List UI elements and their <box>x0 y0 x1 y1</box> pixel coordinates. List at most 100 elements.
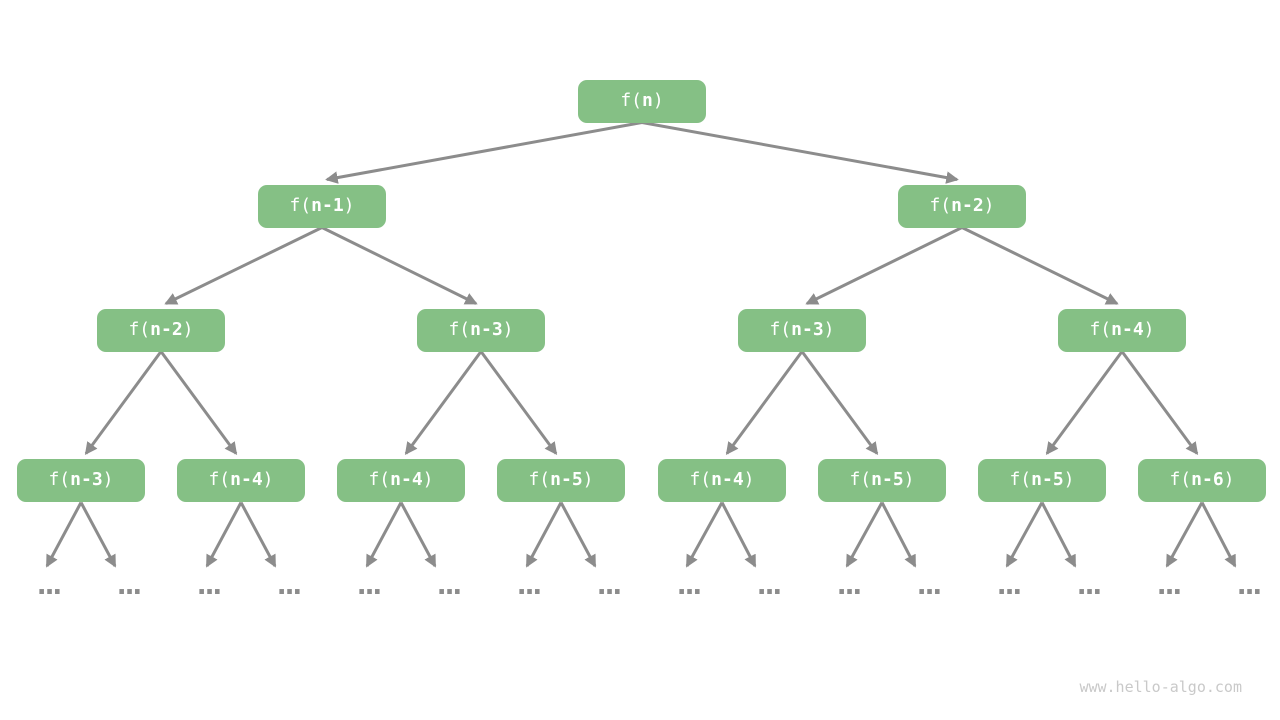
node-label-suffix: ) <box>502 319 514 340</box>
tree-edge-arrow <box>1045 350 1124 456</box>
node-label-suffix: ) <box>1143 319 1155 340</box>
tree-edge-arrow <box>1040 501 1077 568</box>
ellipsis-leaf: ... <box>353 568 385 601</box>
node-label-prefix: f( <box>689 469 712 490</box>
tree-edge-arrow <box>84 350 163 456</box>
node-label-prefix: f( <box>1089 319 1112 340</box>
tree-node: f(n-2) <box>97 308 225 352</box>
tree-edge-arrow <box>525 501 563 568</box>
tree-edge-arrow <box>1165 501 1204 568</box>
tree-node: f(n-5) <box>497 458 625 502</box>
node-label-prefix: f( <box>448 319 471 340</box>
ellipsis-leaf: ... <box>273 568 305 601</box>
ellipsis-leaf: ... <box>1233 568 1265 601</box>
tree-edge-arrow <box>325 121 643 184</box>
tree-node: f(n-4) <box>658 458 786 502</box>
tree-edge-arrow <box>79 501 117 568</box>
node-label-suffix: ) <box>1223 469 1235 490</box>
node-label-prefix: f( <box>528 469 551 490</box>
node-label-prefix: f( <box>368 469 391 490</box>
tree-edge-arrow <box>205 501 243 568</box>
node-label-argument: n-6 <box>1191 469 1224 490</box>
tree-node: f(n) <box>578 79 706 123</box>
tree-node: f(n-1) <box>258 184 386 228</box>
node-label-argument: n-4 <box>390 469 423 490</box>
tree-edge-arrow <box>845 501 884 568</box>
node-label-suffix: ) <box>1063 469 1075 490</box>
tree-node: f(n-3) <box>417 308 545 352</box>
tree-edge-arrow <box>239 501 277 568</box>
ellipsis-leaf: ... <box>513 568 545 601</box>
node-label-argument: n-5 <box>1031 469 1064 490</box>
tree-node: f(n-4) <box>177 458 305 502</box>
node-label-argument: n-4 <box>1111 319 1144 340</box>
node-label-argument: n-4 <box>711 469 744 490</box>
tree-node: f(n-4) <box>337 458 465 502</box>
node-label-suffix: ) <box>823 319 835 340</box>
tree-node: f(n-3) <box>17 458 145 502</box>
node-label-suffix: ) <box>182 319 194 340</box>
node-label-argument: n-2 <box>150 319 183 340</box>
tree-node: f(n-3) <box>738 308 866 352</box>
node-label-suffix: ) <box>343 195 355 216</box>
tree-edge-arrow <box>805 226 963 305</box>
node-label-prefix: f( <box>620 90 642 111</box>
tree-edge-arrow <box>159 350 238 456</box>
node-label-suffix: ) <box>743 469 755 490</box>
node-label-suffix: ) <box>582 469 594 490</box>
tree-node: f(n-6) <box>1138 458 1266 502</box>
tree-edge-arrow <box>1120 350 1199 456</box>
ellipsis-leaf: ... <box>833 568 865 601</box>
ellipsis-leaf: ... <box>433 568 465 601</box>
ellipsis-leaf: ... <box>33 568 65 601</box>
node-label-prefix: f( <box>208 469 231 490</box>
ellipsis-leaf: ... <box>593 568 625 601</box>
tree-edge-arrow <box>720 501 757 568</box>
tree-edge-arrow <box>559 501 597 568</box>
node-label-argument: n-5 <box>550 469 583 490</box>
node-label-prefix: f( <box>1169 469 1192 490</box>
node-label-prefix: f( <box>849 469 872 490</box>
node-label-suffix: ) <box>262 469 274 490</box>
tree-edge-arrow <box>961 226 1119 305</box>
node-label-argument: n-5 <box>871 469 904 490</box>
node-label-suffix: ) <box>983 195 995 216</box>
ellipsis-leaf: ... <box>753 568 785 601</box>
ellipsis-leaf: ... <box>673 568 705 601</box>
node-label-argument: n-3 <box>791 319 824 340</box>
node-label-argument: n-3 <box>470 319 503 340</box>
node-label-suffix: ) <box>102 469 114 490</box>
node-label-suffix: ) <box>652 90 664 111</box>
tree-edge-arrow <box>404 350 483 456</box>
tree-edge-arrow <box>365 501 403 568</box>
node-label-suffix: ) <box>422 469 434 490</box>
node-label-prefix: f( <box>929 195 952 216</box>
node-label-prefix: f( <box>128 319 151 340</box>
ellipsis-leaf: ... <box>193 568 225 601</box>
node-label-argument: n <box>642 90 653 111</box>
tree-edge-arrow <box>641 121 959 184</box>
node-label-argument: n-1 <box>311 195 344 216</box>
ellipsis-leaf: ... <box>1073 568 1105 601</box>
tree-edge-arrow <box>800 350 879 456</box>
ellipsis-leaf: ... <box>113 568 145 601</box>
node-label-suffix: ) <box>903 469 915 490</box>
ellipsis-leaf: ... <box>1153 568 1185 601</box>
tree-edge-arrow <box>1200 501 1237 568</box>
tree-edge-arrow <box>164 226 323 305</box>
node-label-prefix: f( <box>1009 469 1032 490</box>
tree-node: f(n-5) <box>978 458 1106 502</box>
tree-edge-arrow <box>685 501 724 568</box>
node-label-argument: n-3 <box>70 469 103 490</box>
ellipsis-leaf: ... <box>993 568 1025 601</box>
node-label-prefix: f( <box>769 319 792 340</box>
tree-node: f(n-4) <box>1058 308 1186 352</box>
tree-edge-arrow <box>321 226 478 305</box>
tree-edge-arrow <box>1005 501 1044 568</box>
node-label-argument: n-2 <box>951 195 984 216</box>
tree-edge-arrow <box>479 350 558 456</box>
tree-edge-arrow <box>725 350 804 456</box>
tree-edge-arrow <box>399 501 437 568</box>
